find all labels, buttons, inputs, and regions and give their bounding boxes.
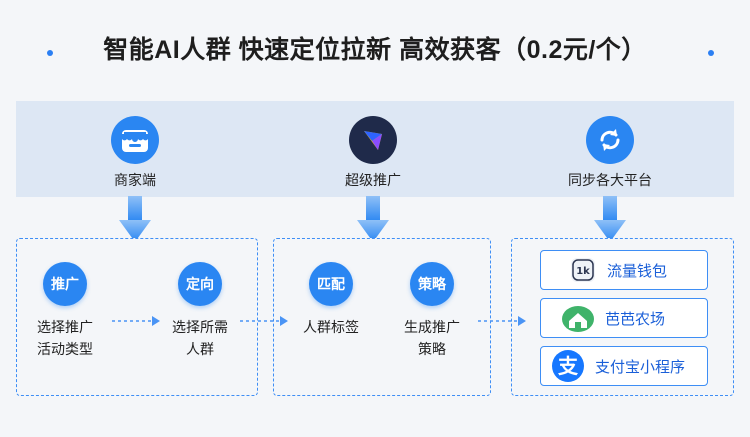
alipay-icon: 支 [551,349,585,383]
platform-label-alipay-miniapp: 支付宝小程序 [595,358,686,376]
title-right-dot [708,50,714,56]
down-arrow-2 [357,196,389,242]
platform-baba-farm: 芭芭农场 [540,298,708,338]
platform-label-traffic-wallet: 流量钱包 [607,262,668,280]
down-arrow-1 [119,196,151,242]
wallet-icon: 1k [569,256,597,284]
step-text-target: 选择所需 人群 [172,319,228,357]
connector-arrow-2 [240,316,288,326]
svg-text:1k: 1k [576,266,590,277]
store-icon [111,116,159,164]
step-text-strategy: 生成推广 策略 [404,319,460,357]
source-label-merchant: 商家端 [114,172,156,188]
step-icon-strategy: 策略 [410,262,454,306]
down-arrow-3 [594,196,626,242]
step-icon-target: 定向 [178,262,222,306]
platform-label-baba-farm: 芭芭农场 [605,310,666,328]
step-icon-match: 匹配 [309,262,353,306]
platform-alipay-miniapp: 支 支付宝小程序 [540,346,708,386]
title-left-dot [47,50,53,56]
connector-arrow-3 [478,316,526,326]
page-title: 智能AI人群 快速定位拉新 高效获客（0.2元/个） [103,36,647,64]
farm-icon [561,303,595,333]
source-label-super-promo: 超级推广 [345,172,401,188]
connector-arrow-1 [112,316,160,326]
step-text-match: 人群标签 [303,319,359,335]
source-label-sync-platforms: 同步各大平台 [568,172,652,188]
sync-icon [586,116,634,164]
panel-matching [273,238,491,396]
platform-traffic-wallet: 1k 流量钱包 [540,250,708,290]
step-text-promote: 选择推广 活动类型 [37,319,93,357]
svg-text:支: 支 [558,354,579,378]
step-icon-promote: 推广 [43,262,87,306]
super-promo-icon [349,116,397,164]
